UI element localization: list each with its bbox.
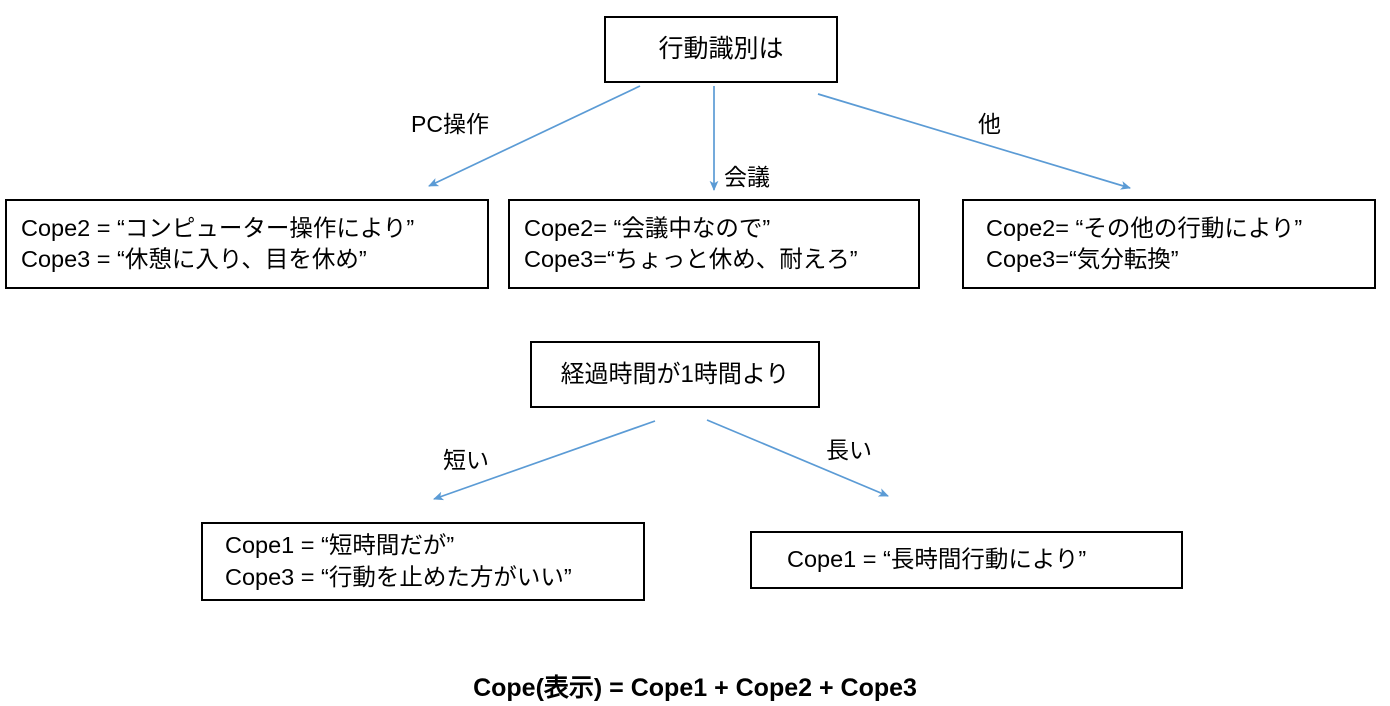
outcome-box-meeting: Cope2= “会議中なので” Cope3=“ちょっと休め、耐えろ” (508, 199, 920, 289)
edge-label-meeting: 会議 (724, 164, 770, 190)
outcome-pc-line-1: Cope2 = “コンピューター操作により” (21, 214, 415, 241)
outcome-pc-line-2: Cope3 = “休憩に入り、目を休め” (21, 246, 367, 272)
outcome-box-other: Cope2= “その他の行動により” Cope3=“気分転換” (962, 199, 1376, 289)
root-node-text: 行動識別は (658, 35, 784, 63)
outcome-other-line-1: Cope2= “その他の行動により” (986, 214, 1303, 241)
elapsed-time-decision-node: 経過時間が1時間より (530, 341, 820, 408)
outcome-short-line-2: Cope3 = “行動を止めた方がいい” (225, 563, 572, 590)
outcome-box-pc: Cope2 = “コンピューター操作により” Cope3 = “休憩に入り、目を… (5, 199, 489, 289)
edge-label-short: 短い (443, 447, 489, 473)
edge-root-to-other (817, 93, 1131, 190)
cope-formula: Cope(表示) = Cope1 + Cope2 + Cope3 (473, 674, 917, 702)
root-decision-node: 行動識別は (604, 16, 838, 83)
outcome-meeting-line-2: Cope3=“ちょっと休め、耐えろ” (524, 246, 858, 272)
outcome-box-long: Cope1 = “長時間行動により” (750, 531, 1183, 589)
outcome-box-short: Cope1 = “短時間だが” Cope3 = “行動を止めた方がいい” (201, 522, 645, 601)
outcome-other-line-2: Cope3=“気分転換” (986, 246, 1179, 272)
edge-label-other: 他 (978, 111, 1001, 137)
elapsed-node-text: 経過時間が1時間より (560, 360, 790, 388)
outcome-long-line-1: Cope1 = “長時間行動により” (787, 546, 1087, 573)
outcome-meeting-line-1: Cope2= “会議中なので” (524, 214, 771, 241)
edge-label-long: 長い (826, 437, 872, 463)
edge-label-pc-operation: PC操作 (411, 111, 489, 137)
outcome-short-line-1: Cope1 = “短時間だが” (225, 532, 455, 559)
